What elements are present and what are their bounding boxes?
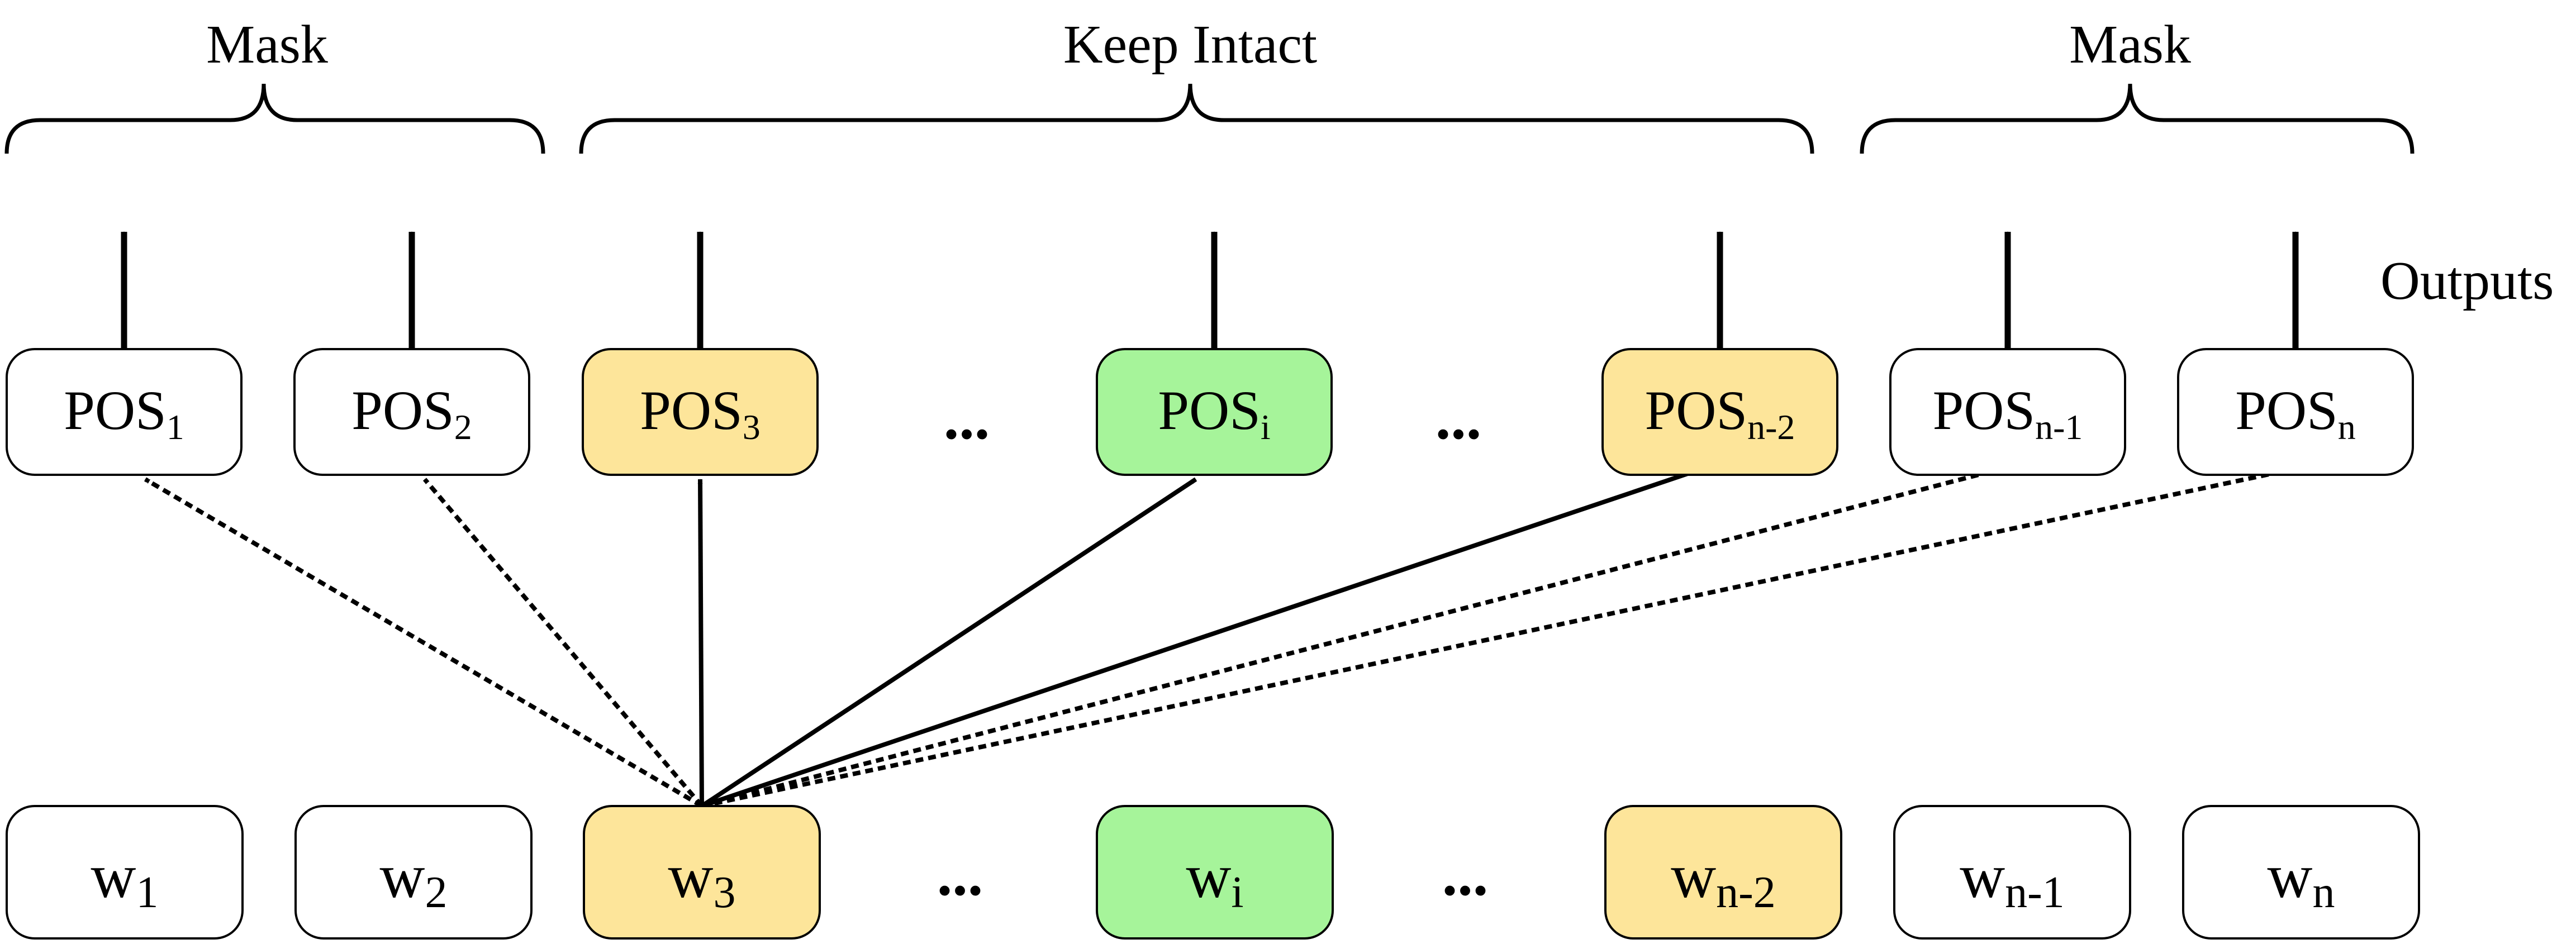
bracket-mask-left: Mask bbox=[4, 15, 545, 154]
bracket-mask-right: Mask bbox=[1860, 15, 2415, 154]
pos-node: POSi bbox=[1096, 348, 1333, 476]
svg-text:w1: w1 bbox=[91, 842, 159, 917]
ellipsis-group: ... ... ... ... bbox=[937, 384, 1489, 908]
word-node: w2 bbox=[294, 805, 533, 940]
bracket-label: Mask bbox=[2069, 15, 2191, 75]
ellipsis: ... bbox=[1436, 384, 1482, 452]
output-arrows bbox=[121, 231, 2299, 349]
svg-text:wi: wi bbox=[1186, 842, 1243, 917]
bracket-keep-intact: Keep Intact bbox=[579, 15, 1814, 154]
connection-dashed-to-pos-2 bbox=[422, 478, 704, 808]
pos-node: POS3 bbox=[582, 348, 819, 476]
connection-solid-to-pos-3 bbox=[697, 479, 704, 807]
ellipsis: ... bbox=[1442, 840, 1489, 908]
svg-text:POS2: POS2 bbox=[351, 379, 472, 447]
svg-text:w3: w3 bbox=[668, 842, 736, 917]
word-node: wn-1 bbox=[1893, 805, 2131, 940]
svg-text:wn-2: wn-2 bbox=[1671, 842, 1776, 917]
pos-node: POSn-1 bbox=[1889, 348, 2126, 476]
ellipsis: ... bbox=[937, 840, 983, 908]
word-node: wn-2 bbox=[1604, 805, 1842, 940]
pos-row: POS1 POS2 POS3 POSi POSn-2 POSn-1 POSn bbox=[6, 348, 2414, 476]
svg-text:POSn: POSn bbox=[2235, 379, 2355, 447]
svg-text:POSi: POSi bbox=[1158, 379, 1270, 447]
word-node: w3 bbox=[583, 805, 821, 940]
svg-text:wn: wn bbox=[2268, 842, 2335, 917]
svg-text:w2: w2 bbox=[380, 842, 448, 917]
connection-solid-to-pos-n-2 bbox=[701, 466, 1705, 808]
svg-text:wn-1: wn-1 bbox=[1960, 842, 2065, 917]
brace-shape bbox=[579, 83, 1814, 154]
connection-dashed-to-pos-1 bbox=[144, 477, 704, 808]
connection-solid-to-pos-i bbox=[700, 477, 1197, 808]
word-node: w1 bbox=[6, 805, 244, 940]
svg-text:POS1: POS1 bbox=[64, 379, 184, 447]
svg-text:POS3: POS3 bbox=[640, 379, 760, 447]
brace-shape bbox=[4, 83, 545, 154]
word-row: w1 w2 w3 wi wn-2 wn-1 wn bbox=[6, 805, 2420, 940]
pos-node: POSn-2 bbox=[1601, 348, 1838, 476]
svg-text:POSn-2: POSn-2 bbox=[1645, 379, 1795, 447]
pos-node: POS1 bbox=[6, 348, 243, 476]
bracket-label: Keep Intact bbox=[1063, 15, 1317, 75]
connection-dashed-to-pos-n bbox=[701, 470, 2280, 808]
bracket-label: Mask bbox=[206, 15, 328, 75]
pos-node: POSn bbox=[2177, 348, 2414, 476]
outputs-label: Outputs bbox=[2380, 251, 2554, 311]
word-node: wi bbox=[1096, 805, 1334, 940]
ellipsis: ... bbox=[944, 384, 990, 452]
word-node: wn bbox=[2182, 805, 2420, 940]
brace-shape bbox=[1860, 83, 2415, 154]
connection-dashed-to-pos-n-1 bbox=[701, 470, 1990, 808]
pos-node: POS2 bbox=[293, 348, 530, 476]
connections bbox=[144, 466, 2280, 808]
svg-text:POSn-1: POSn-1 bbox=[1933, 379, 2083, 447]
